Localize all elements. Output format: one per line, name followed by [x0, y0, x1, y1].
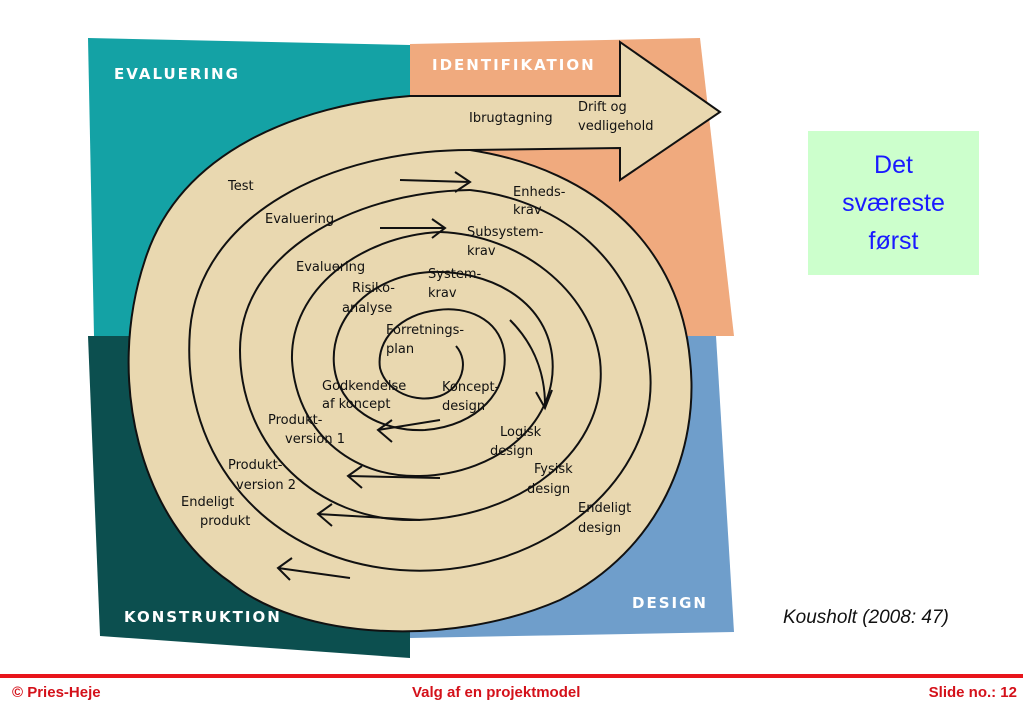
phase-produktversion1-1: Produkt- [268, 413, 323, 428]
phase-subsystemkrav-1: Subsystem- [467, 225, 544, 240]
inner-arrow-left-1 [376, 419, 441, 443]
identifikation-label: IDENTIFIKATION [432, 56, 596, 74]
phase-godkendelse-1: Godkendelse [322, 379, 406, 394]
phase-test: Test [227, 179, 254, 194]
phase-logisk-design-1: Logisk [500, 425, 542, 440]
design-label: DESIGN [632, 594, 708, 612]
phase-evaluering-1: Evaluering [265, 212, 334, 227]
phase-ibrugtagning: Ibrugtagning [469, 111, 553, 126]
callout-box: Det sværeste først [808, 131, 979, 275]
phase-evaluering-2: Evaluering [296, 260, 365, 275]
phase-drift-1: Drift og [578, 100, 627, 115]
phase-endeligt-produkt-2: produkt [200, 514, 250, 529]
phase-logisk-design-2: design [490, 444, 533, 459]
phase-risikoanalyse-1: Risiko- [352, 281, 395, 296]
phase-labels: Test Evaluering Evaluering Risiko- analy… [181, 100, 653, 536]
phase-risikoanalyse-2: analyse [342, 301, 392, 316]
callout-text: Det sværeste først [842, 151, 945, 255]
phase-subsystemkrav-2: krav [467, 244, 496, 259]
phase-endeligt-design-2: design [578, 521, 621, 536]
phase-produktversion2-1: Produkt- [228, 458, 283, 473]
spiral-line-4 [332, 271, 506, 432]
spiral-band [127, 40, 722, 633]
spiral-line-3 [290, 231, 554, 478]
inner-arrow-right [509, 319, 553, 411]
inner-arrow-top-2 [380, 218, 447, 239]
phase-systemkrav-1: System- [428, 267, 481, 282]
inner-arrow-left-3 [316, 503, 421, 527]
phase-endeligt-produkt-1: Endeligt [181, 495, 234, 510]
konstruktion-label: KONSTRUKTION [124, 608, 282, 626]
footer-slide-number: Slide no.: 12 [928, 684, 1017, 701]
phase-enhedskrav-1: Enheds- [513, 185, 566, 200]
phase-forretningsplan-1: Forretnings- [386, 323, 464, 338]
footer-copyright: © Pries-Heje [12, 684, 101, 701]
evaluering-label: EVALUERING [114, 65, 240, 83]
inner-arrow-left-2 [346, 465, 441, 489]
footer-title: Valg af en projektmodel [412, 684, 581, 701]
phase-forretningsplan-2: plan [386, 342, 414, 357]
phase-fysisk-design-1: Fysisk [534, 462, 573, 477]
phase-systemkrav-2: krav [428, 286, 457, 301]
phase-konceptdesign-2: design [442, 399, 485, 414]
inner-arrow-left-4 [276, 557, 351, 581]
phase-konceptdesign-1: Koncept- [442, 380, 500, 395]
phase-produktversion1-2: version 1 [285, 432, 345, 447]
phase-drift-2: vedligehold [578, 119, 653, 134]
spiral-line-inner [378, 309, 464, 400]
citation: Kousholt (2008: 47) [783, 607, 949, 628]
phase-godkendelse-2: af koncept [322, 397, 390, 412]
phase-produktversion2-2: version 2 [236, 478, 296, 493]
footer-divider [0, 674, 1023, 678]
phase-enhedskrav-2: krav [513, 203, 542, 218]
inner-arrow-top-1 [399, 171, 472, 193]
phase-fysisk-design-2: design [527, 482, 570, 497]
spiral-line-outer [188, 149, 652, 572]
phase-endeligt-design-1: Endeligt [578, 501, 631, 516]
spiral-lines [188, 149, 652, 581]
